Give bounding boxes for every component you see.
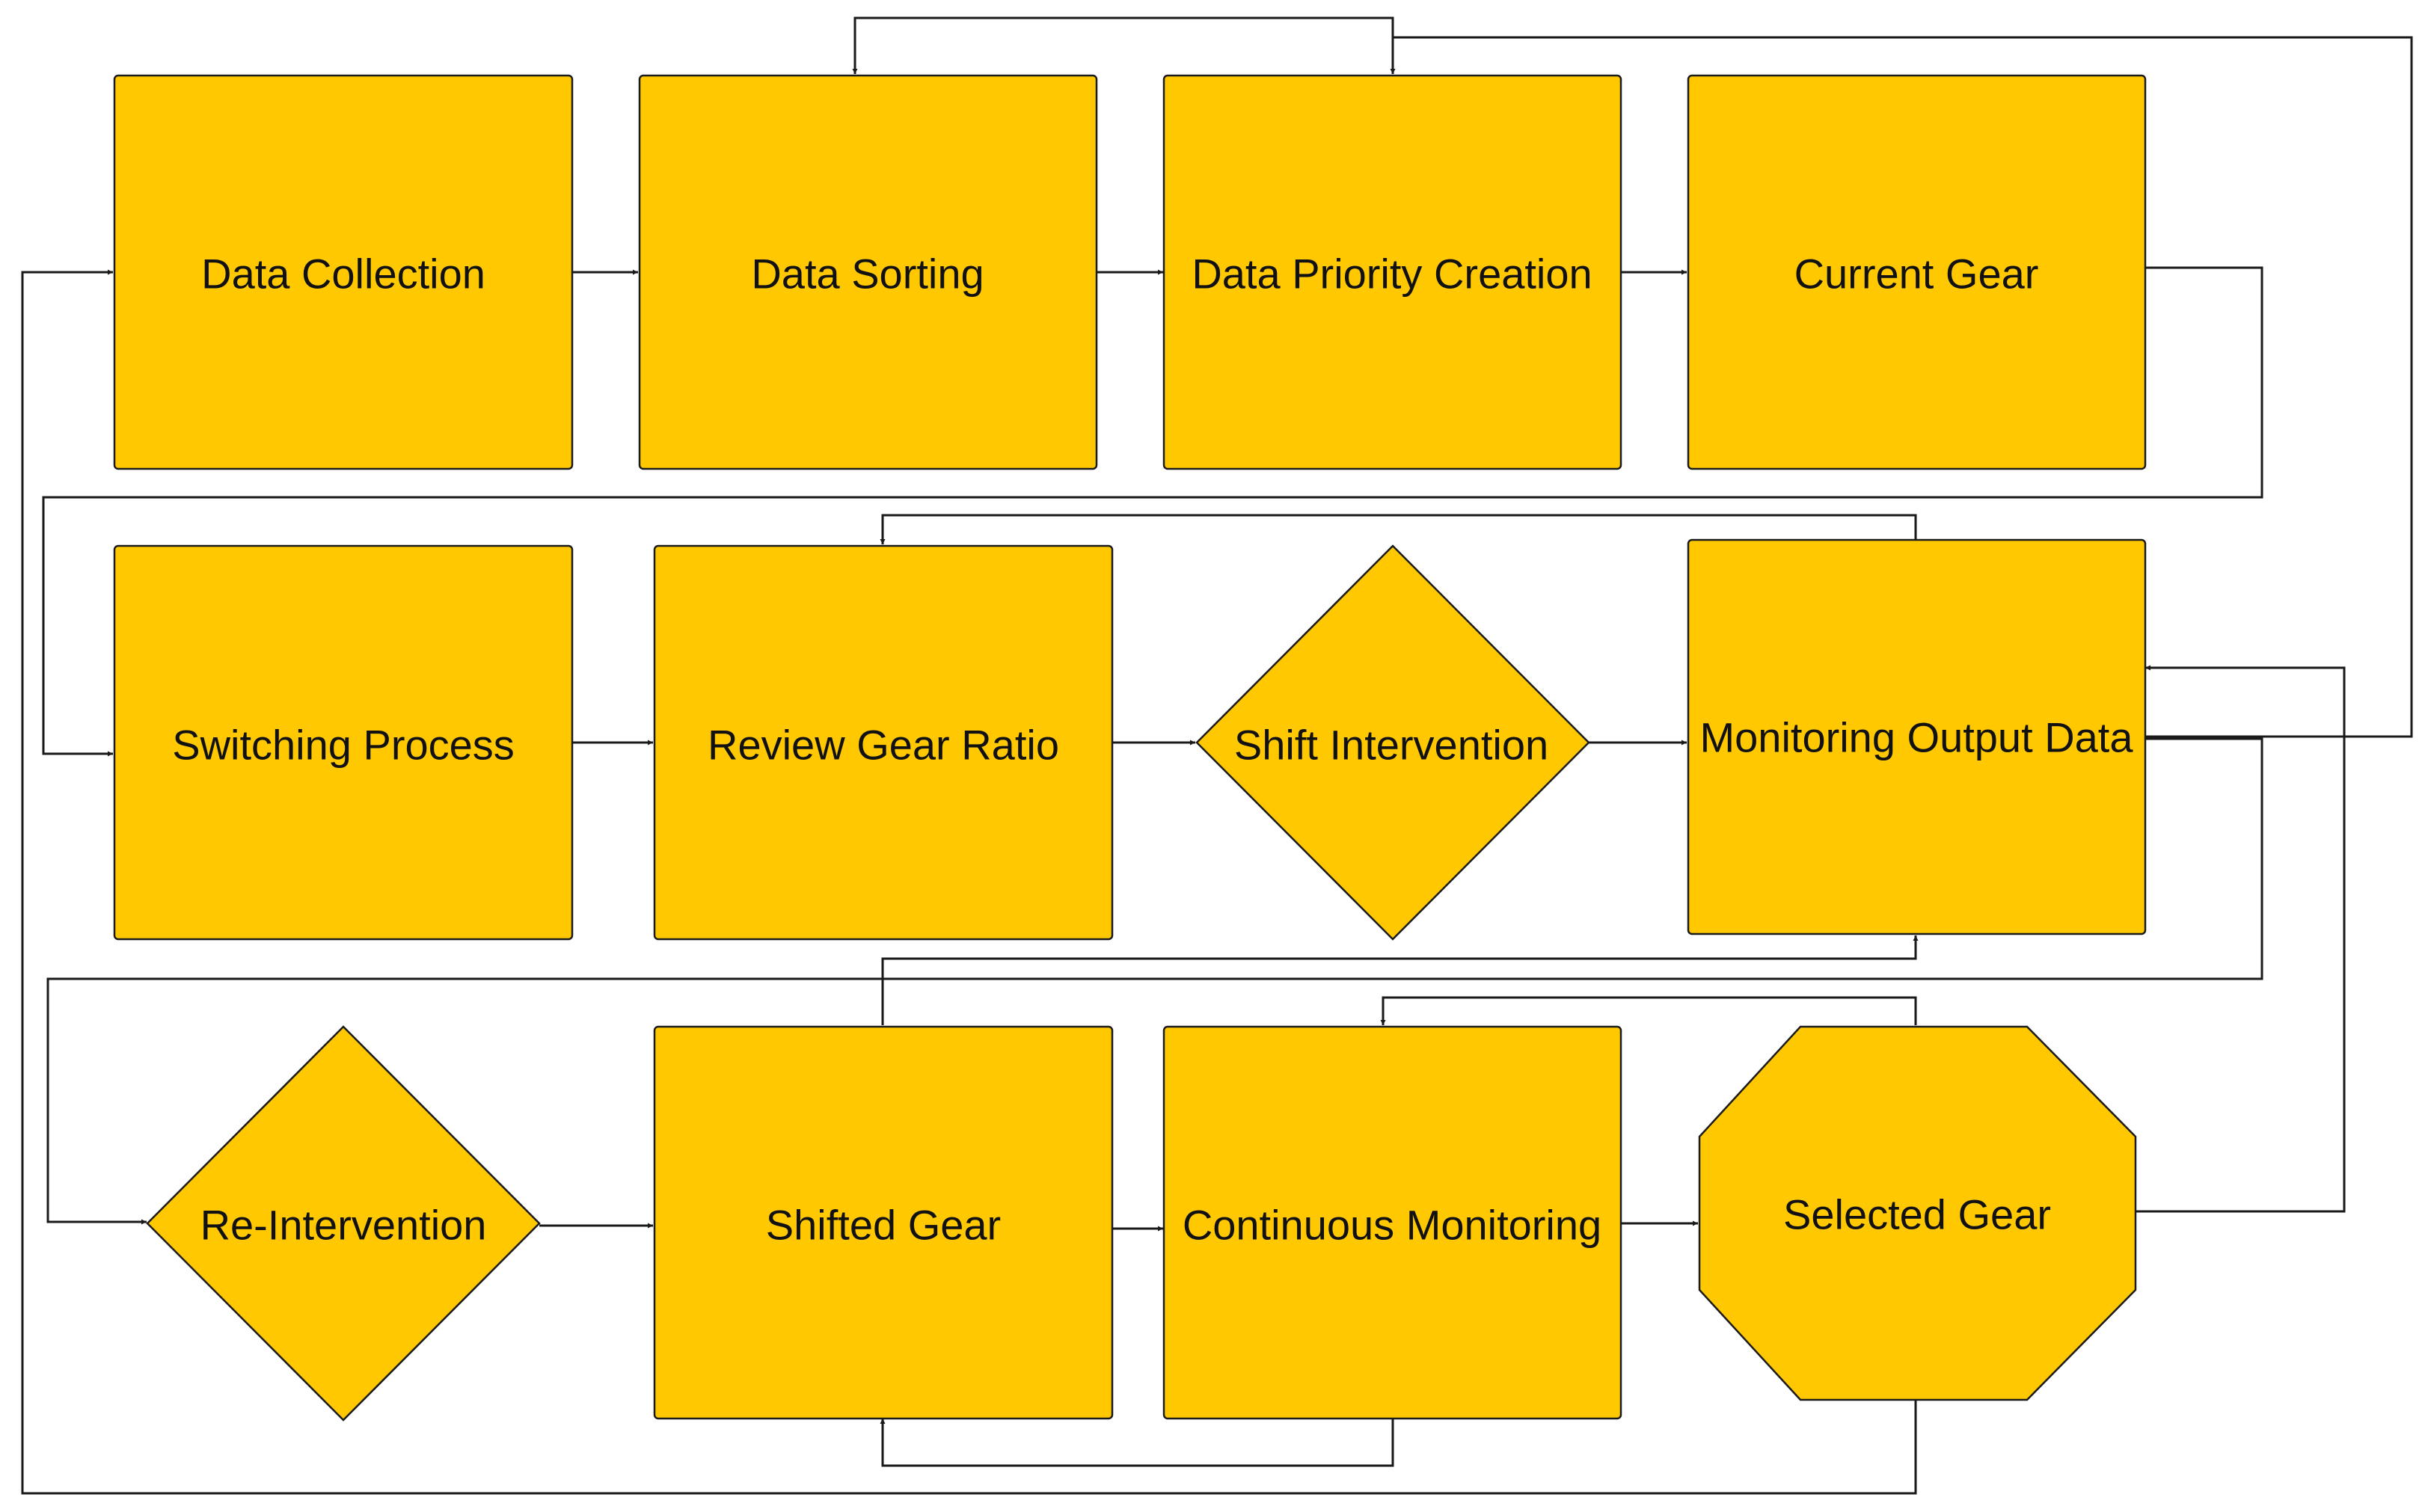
terminal-selected-gear: Selected Gear bbox=[1698, 1025, 2137, 1401]
edge-continuous-to-shifted bbox=[880, 1419, 1394, 1467]
node-label: Review Gear Ratio bbox=[708, 722, 1059, 769]
decision-re-intervention: Re-Intervention bbox=[146, 1025, 541, 1422]
edge-selected-to-collection bbox=[21, 269, 1917, 1495]
edge-selected-to-monitoring bbox=[2136, 665, 2346, 1213]
edge-priority-to-sorting-loop bbox=[852, 16, 1394, 74]
node-data-collection: Data Collection bbox=[113, 74, 574, 470]
edges bbox=[21, 16, 2413, 1495]
node-label: Data Collection bbox=[201, 251, 485, 298]
node-label: Current Gear bbox=[1794, 251, 2039, 298]
node-label: Continuous Monitoring bbox=[1183, 1202, 1601, 1249]
edge-monitoring-to-priority-loop bbox=[1390, 36, 2413, 738]
node-label: Shifted Gear bbox=[766, 1202, 1001, 1249]
node-shifted-gear: Shifted Gear bbox=[653, 1025, 1114, 1420]
edge-monitoring-to-review bbox=[880, 514, 1917, 544]
node-label: Switching Process bbox=[172, 722, 515, 769]
edge-shifted-to-monitoring bbox=[881, 935, 1919, 1025]
node-continuous-monitoring: Continuous Monitoring bbox=[1162, 1025, 1622, 1420]
node-data-sorting: Data Sorting bbox=[638, 74, 1098, 470]
decision-shift-intervention: Shift Intervention bbox=[1195, 544, 1590, 941]
node-label: Data Priority Creation bbox=[1192, 251, 1592, 298]
edge-monitoring-to-reintervention bbox=[46, 737, 2263, 1225]
node-current-gear: Current Gear bbox=[1687, 74, 2147, 470]
node-label: Shift Intervention bbox=[1234, 722, 1548, 769]
node-switching-process: Switching Process bbox=[113, 544, 574, 941]
edge-current-gear-to-switching bbox=[42, 266, 2263, 757]
node-label: Monitoring Output Data bbox=[1700, 714, 2134, 761]
node-review-gear-ratio: Review Gear Ratio bbox=[653, 544, 1114, 941]
node-label: Re-Intervention bbox=[200, 1202, 487, 1249]
node-data-priority-creation: Data Priority Creation bbox=[1162, 74, 1622, 470]
node-monitoring-output-data: Monitoring Output Data bbox=[1687, 538, 2147, 935]
node-label: Selected Gear bbox=[1783, 1191, 2051, 1238]
node-label: Data Sorting bbox=[751, 251, 984, 298]
edge-selected-to-continuous bbox=[1380, 996, 1917, 1025]
